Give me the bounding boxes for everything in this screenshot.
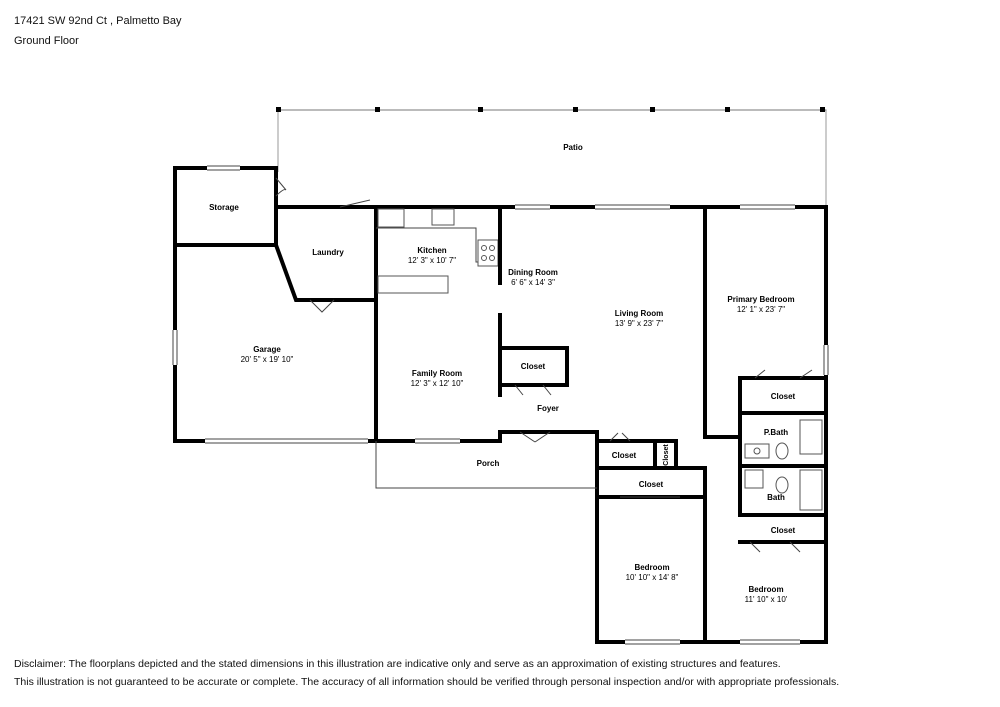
primary-bedroom-dims: 12' 1" x 23' 7" xyxy=(737,305,785,314)
dining-room-label: Dining Room xyxy=(508,268,558,277)
disclaimer-line-1: Disclaimer: The floorplans depicted and … xyxy=(14,658,781,670)
hall-closet-label: Closet xyxy=(612,451,637,460)
living-room-dims: 13' 9" x 23' 7" xyxy=(615,319,663,328)
porch-label: Porch xyxy=(477,459,500,468)
storage-label: Storage xyxy=(209,203,239,212)
primary-bath-label: P.Bath xyxy=(764,428,788,437)
bedroom2-label: Bedroom xyxy=(748,585,783,594)
living-room-label: Living Room xyxy=(615,309,663,318)
kitchen-dims: 12' 3" x 10' 7" xyxy=(408,256,456,265)
patio-outline xyxy=(276,107,827,206)
bedroom1-dims: 10' 10" x 14' 8" xyxy=(626,573,679,582)
primary-bedroom-label: Primary Bedroom xyxy=(727,295,794,304)
floor-label: Ground Floor xyxy=(14,35,79,47)
garage-dims: 20' 5" x 19' 10" xyxy=(241,355,294,364)
primary-walls xyxy=(703,205,828,517)
bedroom1-closet-label: Closet xyxy=(639,480,664,489)
disclaimer-line-2: This illustration is not guaranteed to b… xyxy=(14,676,840,688)
foyer-closet-label: Closet xyxy=(521,362,546,371)
bedroom2-dims: 11' 10" x 10' xyxy=(745,595,788,604)
hall-closets xyxy=(595,432,707,644)
foyer-closet xyxy=(498,346,569,396)
family-room-label: Family Room xyxy=(412,369,462,378)
laundry-label: Laundry xyxy=(312,248,344,257)
laundry-walls xyxy=(273,199,378,313)
kitchen-label: Kitchen xyxy=(417,246,446,255)
bedroom1-label: Bedroom xyxy=(634,563,669,572)
kitchen-fixtures xyxy=(376,205,502,397)
foyer-label: Foyer xyxy=(537,404,559,413)
garage-label: Garage xyxy=(253,345,281,354)
small-closet-label: Closet xyxy=(663,444,670,466)
house-walls xyxy=(374,204,829,645)
property-address: 17421 SW 92nd Ct , Palmetto Bay xyxy=(14,15,182,27)
garage-walls xyxy=(172,243,378,444)
bath-label: Bath xyxy=(767,493,785,502)
primary-closet-label: Closet xyxy=(771,392,796,401)
family-room-dims: 12' 3" x 12' 10" xyxy=(411,379,464,388)
porch-outline xyxy=(375,441,597,489)
patio-label: Patio xyxy=(563,143,583,152)
bedroom2-closet-label: Closet xyxy=(771,526,796,535)
dining-room-dims: 6' 6" x 14' 3" xyxy=(511,278,555,287)
bedroom2-closet xyxy=(738,540,828,553)
